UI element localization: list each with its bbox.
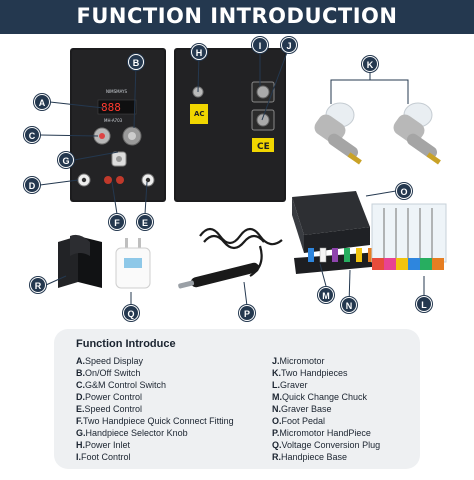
list-item: P.Micromotor HandPiece [272,428,371,438]
label-e-badge: E [137,214,153,230]
list-item: E.Speed Control [76,404,143,414]
gravers-image [371,203,447,270]
handpieces-image [314,102,441,165]
list-item: Q.Voltage Conversion Plug [272,440,381,450]
left-column: A.Speed Display B.On/Off Switch C.G&M Co… [76,355,234,463]
list-item: A.Speed Display [76,356,144,366]
svg-text:CE: CE [257,142,270,152]
control-box-back: CE [174,48,286,202]
list-item: J.Micromotor [272,356,325,366]
function-list-panel: Function Introduce A.Speed Display B.On/… [54,329,420,469]
list-item: H.Power Inlet [76,440,131,450]
label-b-badge: B [128,54,144,70]
label-l-badge: L [416,296,432,312]
voltage-plug-image [115,238,151,289]
list-item: K.Two Handpieces [272,368,348,378]
graver-base-image [294,247,382,274]
label-f-badge: F [109,214,125,230]
page-title: FUNCTION INTRODUCTION [76,4,398,28]
label-m-badge: M [318,287,334,303]
right-column: J.Micromotor K.Two Handpieces L.Graver M… [272,355,380,463]
label-k-badge: K [362,56,378,72]
list-item: L.Graver [272,380,308,390]
list-item: F.Two Handpiece Quick Connect Fitting [76,416,234,426]
back-panel-ac-label: AC [194,110,205,118]
list-item: B.On/Off Switch [76,368,141,378]
svg-text:888: 888 [101,101,121,114]
label-r-badge: R [30,277,46,293]
device-model: MH-A703 [104,118,123,123]
label-q-badge: Q [123,305,139,321]
label-h-badge: H [191,44,207,60]
label-c-badge: C [24,127,40,143]
label-a-badge: A [34,94,50,110]
label-o-badge: O [396,183,412,199]
list-item: O.Foot Pedal [272,416,326,426]
header-banner: FUNCTION INTRODUCTION [0,0,474,34]
label-n-badge: N [341,297,357,313]
label-i-badge: I [252,37,268,53]
handpiece-base-image [58,234,102,288]
list-item: I.Foot Control [76,452,131,462]
panel-title: Function Introduce [76,338,176,350]
control-box-front: 888 [70,48,166,202]
list-item: M.Quick Change Chuck [272,392,368,402]
list-item: C.G&M Control Switch [76,380,167,390]
list-item: G.Handpiece Selector Knob [76,428,188,438]
label-g-badge: G [58,152,74,168]
label-d-badge: D [24,177,40,193]
label-p-badge: P [239,305,255,321]
list-item: D.Power Control [76,392,143,402]
device-brand: NIMSMAYS [106,89,128,94]
list-item: N.Graver Base [272,404,332,414]
label-j-badge: J [281,37,297,53]
foot-pedal-image [292,191,370,253]
micromotor-handpiece-image [178,227,283,289]
list-item: R.Handpiece Base [272,452,348,462]
